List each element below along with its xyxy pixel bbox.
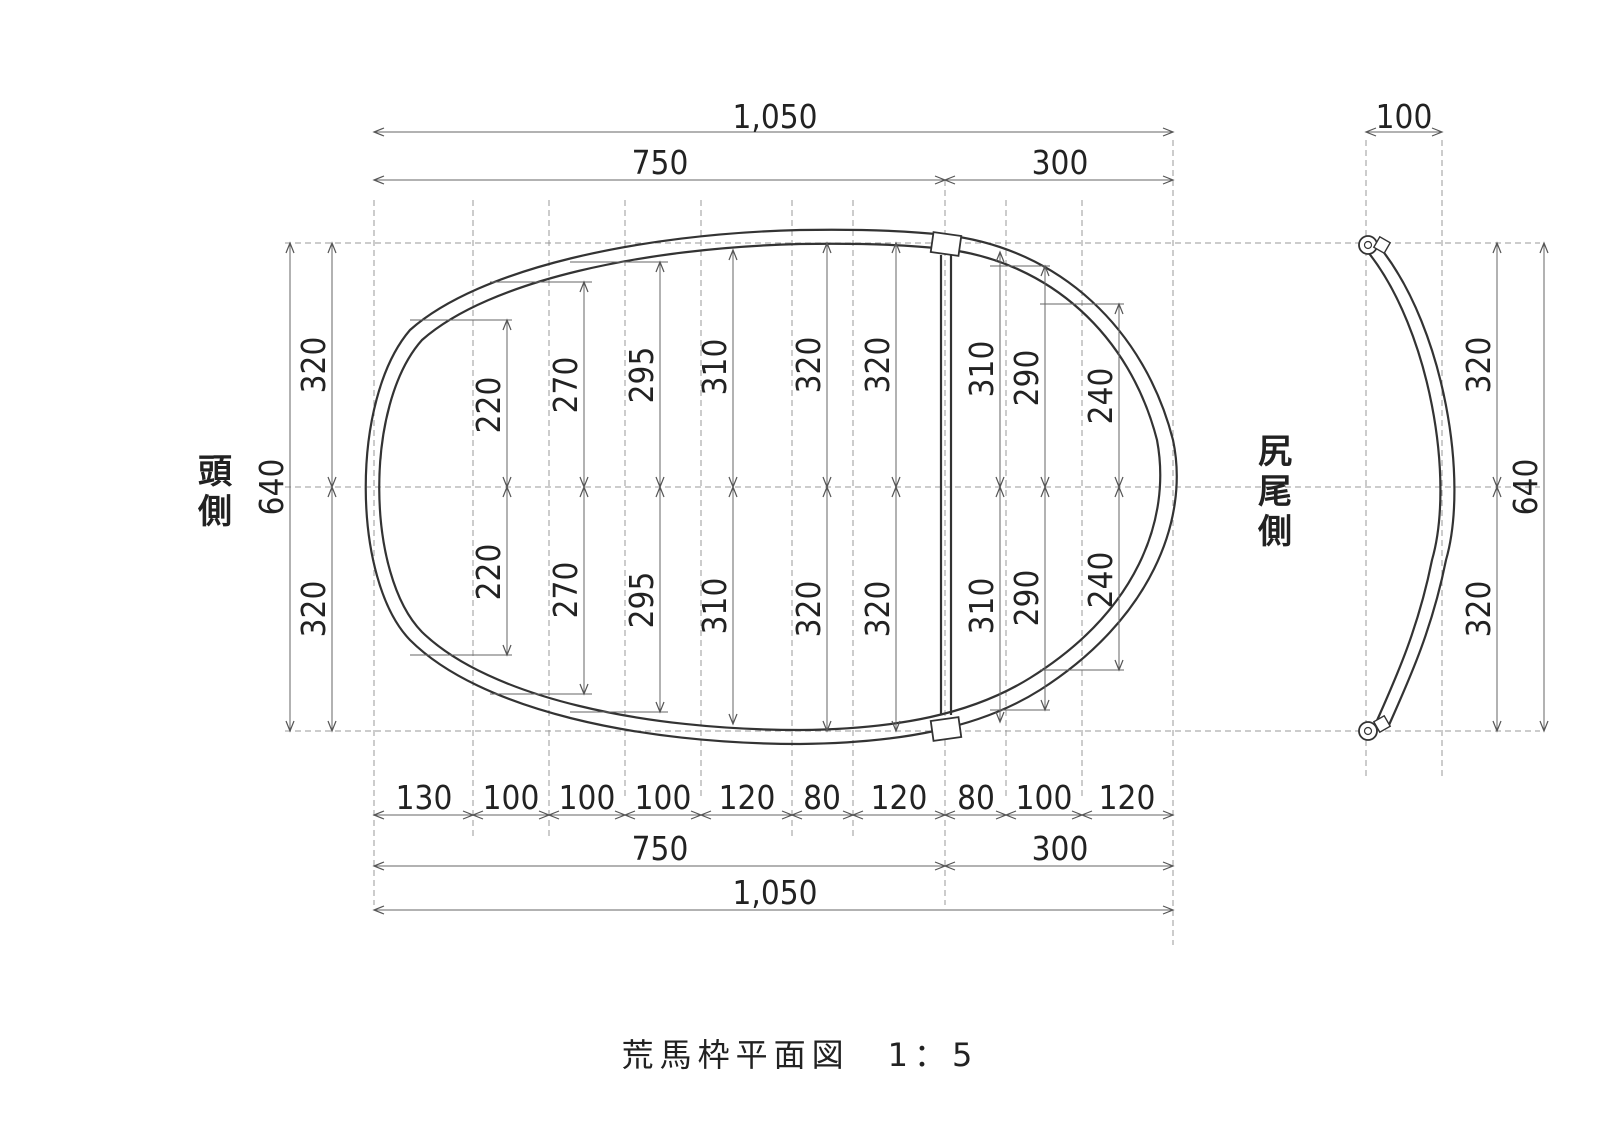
- bottom-dimensions: 130 100 100 100 120 80 120 80 100 120 75…: [372, 778, 1175, 915]
- half-width-label: 290: [1007, 350, 1046, 407]
- half-width-label: 320: [789, 337, 828, 394]
- right-upper-dimension: 320: [1459, 337, 1498, 394]
- top-dimensions: 1,050 750 300 100: [372, 97, 1444, 185]
- right-lower-dimension: 320: [1459, 581, 1498, 638]
- half-width-label: 240: [1081, 368, 1120, 425]
- half-width-label: 270: [546, 562, 585, 619]
- bottom-rear-dimension: 300: [1032, 829, 1089, 868]
- cross-bar-joint-bottom: [929, 716, 963, 742]
- inner-frame-line: [378, 242, 1162, 732]
- half-width-label: 270: [546, 357, 585, 414]
- segment-dimension: 120: [719, 778, 776, 817]
- half-width-label: 320: [858, 337, 897, 394]
- reference-lines: [285, 242, 1540, 732]
- top-overall-dimension: 1,050: [733, 97, 818, 136]
- half-width-label: 295: [622, 347, 661, 404]
- segment-dimension: 100: [483, 778, 540, 817]
- interior-lower-labels: 220 270 295 310 320 320 310 290 240: [469, 544, 1120, 638]
- right-dimensions: 320 320 640: [1459, 241, 1549, 733]
- half-width-label: 290: [1007, 570, 1046, 627]
- left-upper-dimension: 320: [294, 337, 333, 394]
- drawing-title: 荒馬枠平面図 1：5: [622, 1036, 979, 1074]
- side-width-dimension: 100: [1376, 97, 1433, 136]
- frame-plan-outline: [364, 228, 1178, 746]
- left-total-dimension: 640: [252, 459, 291, 516]
- segment-dimension: 80: [957, 778, 995, 817]
- left-lower-dimension: 320: [294, 581, 333, 638]
- half-width-label: 310: [962, 578, 1001, 635]
- segment-dimension: 100: [559, 778, 616, 817]
- segment-dimension: 120: [871, 778, 928, 817]
- outer-frame-line: [364, 228, 1178, 746]
- tail-side-label: 尻尾側: [1257, 432, 1292, 552]
- top-rear-dimension: 300: [1032, 143, 1089, 182]
- bottom-overall-dimension: 1,050: [733, 873, 818, 912]
- half-width-label: 295: [622, 572, 661, 629]
- cross-bar-joint-top: [929, 231, 963, 257]
- half-width-label: 320: [789, 581, 828, 638]
- top-front-dimension: 750: [632, 143, 689, 182]
- segment-dimension: 130: [396, 778, 453, 817]
- half-width-label: 310: [695, 339, 734, 396]
- half-width-label: 320: [858, 581, 897, 638]
- segment-dimension: 80: [803, 778, 841, 817]
- head-side-label: 頭側: [197, 452, 233, 532]
- left-dimensions: 640 320 320: [252, 241, 337, 733]
- half-width-label: 240: [1081, 552, 1120, 609]
- segment-dimension: 100: [1016, 778, 1073, 817]
- station-lines: [373, 140, 1443, 945]
- segment-dimension: 100: [635, 778, 692, 817]
- half-width-label: 220: [469, 544, 508, 601]
- half-width-label: 310: [695, 578, 734, 635]
- side-labels: 頭側 尻尾側: [197, 432, 1292, 552]
- frame-side-view: [1358, 235, 1456, 741]
- half-width-label: 310: [962, 341, 1001, 398]
- interior-upper-labels: 220 270 295 310 320 320 310 290 240: [469, 337, 1120, 434]
- right-total-dimension: 640: [1506, 459, 1545, 516]
- half-width-label: 220: [469, 377, 508, 434]
- bottom-front-dimension: 750: [632, 829, 689, 868]
- interior-upper-dimensions: [410, 241, 1124, 733]
- segment-dimension: 120: [1099, 778, 1156, 817]
